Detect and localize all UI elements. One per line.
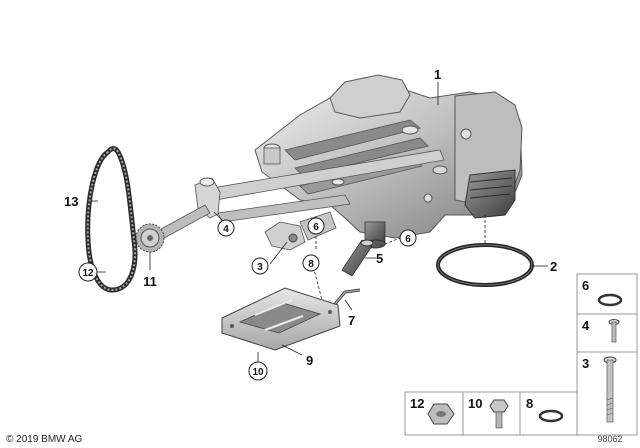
seal-ring-icon bbox=[597, 293, 623, 307]
timing-chain[interactable] bbox=[85, 146, 138, 293]
legend-item-6[interactable]: 6 bbox=[582, 278, 623, 307]
callout-5[interactable]: 5 bbox=[376, 251, 383, 266]
svg-text:8: 8 bbox=[526, 396, 533, 411]
legend-item-8[interactable]: 8 bbox=[526, 396, 564, 423]
svg-text:4: 4 bbox=[223, 224, 229, 235]
callout-3[interactable]: 3 bbox=[251, 257, 269, 275]
legend-item-3[interactable]: 3 bbox=[582, 356, 617, 423]
legend-bottom-row: 12 10 8 bbox=[404, 391, 578, 436]
svg-text:10: 10 bbox=[252, 367, 264, 378]
svg-text:4: 4 bbox=[582, 318, 590, 333]
callout-10[interactable]: 10 bbox=[248, 361, 268, 381]
bolt-icon bbox=[603, 356, 617, 423]
legend-item-4[interactable]: 4 bbox=[582, 318, 620, 343]
diagram-id: 98062 bbox=[597, 434, 622, 444]
callout-4[interactable]: 4 bbox=[217, 219, 235, 237]
legend-item-10[interactable]: 10 bbox=[468, 396, 509, 429]
hex-bolt-icon bbox=[489, 399, 509, 429]
callout-6b[interactable]: 6 bbox=[399, 229, 417, 247]
callouts: 1 2 3 4 5 6 6 7 8 9 10 11 bbox=[64, 67, 557, 381]
callout-8[interactable]: 8 bbox=[302, 254, 320, 272]
svg-text:6: 6 bbox=[405, 234, 411, 245]
callout-9[interactable]: 9 bbox=[306, 353, 313, 368]
o-ring-large[interactable] bbox=[436, 243, 534, 287]
svg-text:8: 8 bbox=[308, 259, 314, 270]
svg-text:6: 6 bbox=[582, 278, 589, 293]
copyright-text: © 2019 BMW AG bbox=[6, 434, 83, 445]
svg-text:12: 12 bbox=[410, 396, 424, 411]
sprocket[interactable] bbox=[135, 223, 165, 253]
baffle-plate[interactable] bbox=[221, 287, 341, 351]
svg-text:6: 6 bbox=[313, 222, 319, 233]
nut-icon bbox=[427, 403, 455, 425]
callout-11[interactable]: 11 bbox=[143, 274, 157, 289]
callout-12[interactable]: 12 bbox=[78, 262, 98, 282]
callout-13[interactable]: 13 bbox=[64, 194, 78, 209]
sleeve[interactable] bbox=[341, 239, 374, 277]
callout-2[interactable]: 2 bbox=[550, 259, 557, 274]
callout-7[interactable]: 7 bbox=[348, 313, 355, 328]
svg-text:12: 12 bbox=[82, 268, 94, 279]
washer-icon bbox=[538, 409, 564, 423]
svg-text:10: 10 bbox=[468, 396, 482, 411]
callout-1[interactable]: 1 bbox=[434, 67, 441, 82]
callout-6a[interactable]: 6 bbox=[307, 217, 325, 235]
screw-icon bbox=[608, 319, 620, 343]
svg-text:3: 3 bbox=[257, 262, 263, 273]
legend-right-column: 6 4 3 bbox=[576, 273, 638, 436]
oil-pump-assembly[interactable] bbox=[149, 74, 523, 251]
legend-item-12[interactable]: 12 bbox=[410, 396, 455, 425]
svg-text:3: 3 bbox=[582, 356, 589, 371]
